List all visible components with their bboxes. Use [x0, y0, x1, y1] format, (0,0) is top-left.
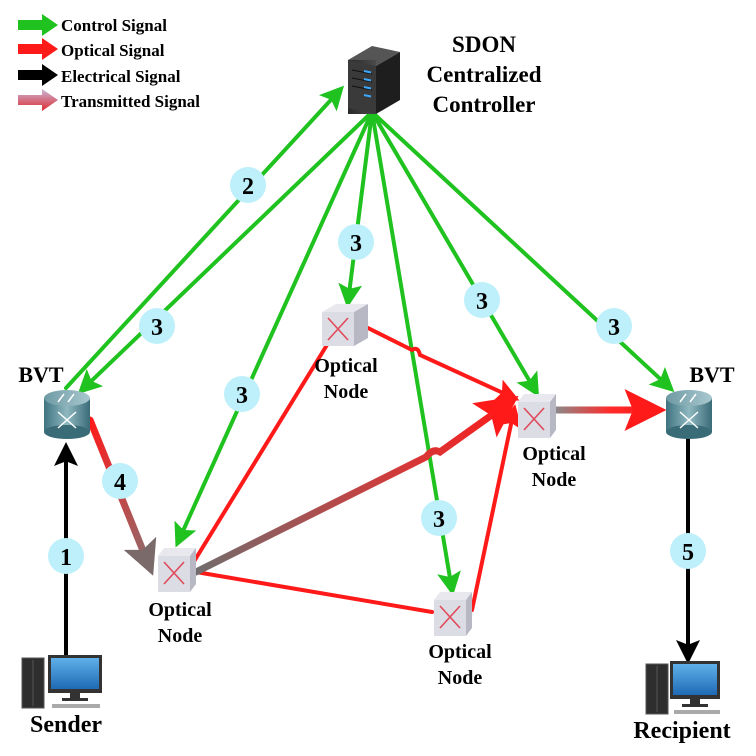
step-badge-3-node-bottom: 3 [421, 500, 457, 536]
bvt-left-label: BVT [18, 362, 64, 387]
bvt-router-icon [666, 390, 712, 439]
control-link-controller-to-node-top [338, 110, 374, 308]
step-badge-3-bvt-right: 3 [596, 308, 632, 344]
bvt-left[interactable]: BVT [18, 362, 90, 439]
legend-label: Control Signal [61, 16, 167, 35]
legend-label: Optical Signal [61, 41, 165, 60]
svg-text:1: 1 [60, 545, 72, 571]
optical-node-label-line2: Node [158, 625, 203, 647]
step-badge-3-node-top: 3 [338, 224, 374, 260]
optical-node-label-line1: Optical [148, 599, 212, 621]
bvt-router-icon [44, 390, 90, 439]
svg-text:3: 3 [350, 231, 362, 257]
optical-switch-icon [518, 394, 556, 438]
optical-link-bl-bottom [194, 570, 434, 614]
optical-node-label-line2: Node [532, 469, 577, 491]
optical-node-bottom[interactable]: Optical Node [428, 592, 492, 689]
optical-node-label-line1: Optical [522, 443, 586, 465]
optical-node-label-line2: Node [324, 381, 369, 403]
optical-link-top-bl [188, 338, 332, 570]
transmitted-signal-arrow-icon [18, 89, 58, 111]
legend-item-transmitted: Transmitted Signal [18, 89, 200, 111]
legend-item-optical: Optical Signal [18, 38, 165, 60]
legend-item-electrical: Electrical Signal [18, 64, 181, 86]
recipient-label: Recipient [633, 718, 730, 744]
svg-text:3: 3 [151, 315, 163, 341]
svg-text:3: 3 [476, 289, 488, 315]
recipient[interactable]: Recipient [633, 661, 731, 744]
sdon-controller[interactable]: SDON Centralized Controller [348, 32, 542, 117]
svg-text:3: 3 [608, 315, 620, 341]
svg-text:3: 3 [433, 507, 445, 533]
control-link-controller-to-node-right [370, 110, 540, 398]
optical-node-label-line1: Optical [428, 641, 492, 663]
optical-node-right[interactable]: Optical Node [518, 394, 586, 491]
sender-label: Sender [30, 712, 102, 738]
electrical-signal-arrow-icon [18, 64, 58, 86]
controller-title-line1: SDON [452, 32, 516, 57]
svg-text:5: 5 [682, 540, 694, 566]
legend-label: Transmitted Signal [61, 92, 200, 111]
bvt-right[interactable]: BVT [666, 362, 735, 439]
transmitted-link-bl-right [192, 395, 519, 576]
optical-node-label-line2: Node [438, 667, 483, 689]
control-link-controller-to-node-bl [174, 110, 374, 548]
legend-label: Electrical Signal [61, 67, 181, 86]
control-link-controller-to-bvt-right [370, 110, 675, 393]
legend-item-control: Control Signal [18, 14, 167, 36]
control-link-bvt-to-controller [64, 85, 345, 390]
controller-title-line3: Controller [432, 92, 535, 117]
optical-node-bottom-left[interactable]: Optical Node [148, 548, 212, 647]
optical-node-top[interactable]: Optical Node [314, 304, 378, 403]
step-badge-4: 4 [102, 463, 138, 499]
optical-switch-icon [158, 548, 196, 592]
svg-text:3: 3 [236, 383, 248, 409]
step-badge-3-node-right: 3 [464, 282, 500, 318]
step-badge-1: 1 [48, 538, 84, 574]
step-badge-3-node-bl: 3 [224, 376, 260, 412]
step-badges: 1 2 3 3 3 3 3 3 4 5 [48, 167, 706, 574]
legend: Control Signal Optical Signal Electrical… [18, 14, 200, 111]
svg-text:2: 2 [242, 174, 254, 200]
optical-signal-arrow-icon [18, 38, 58, 60]
optical-switch-icon [322, 304, 368, 346]
optical-node-label-line1: Optical [314, 355, 378, 377]
server-icon [348, 46, 400, 114]
bvt-right-label: BVT [689, 362, 735, 387]
computer-icon [645, 661, 720, 715]
computer-icon [21, 655, 102, 709]
optical-switch-icon [434, 592, 472, 636]
sender[interactable]: Sender [21, 655, 102, 738]
control-link-controller-to-bvt-left [77, 110, 374, 395]
optical-link-top-right [366, 326, 520, 402]
svg-text:4: 4 [114, 470, 126, 496]
step-badge-3-bvt-left: 3 [139, 308, 175, 344]
step-badge-2: 2 [230, 167, 266, 203]
control-signal-arrow-icon [18, 14, 58, 36]
controller-title-line2: Centralized [427, 62, 542, 87]
step-badge-5: 5 [670, 533, 706, 569]
optical-link-bottom-right [470, 404, 523, 612]
